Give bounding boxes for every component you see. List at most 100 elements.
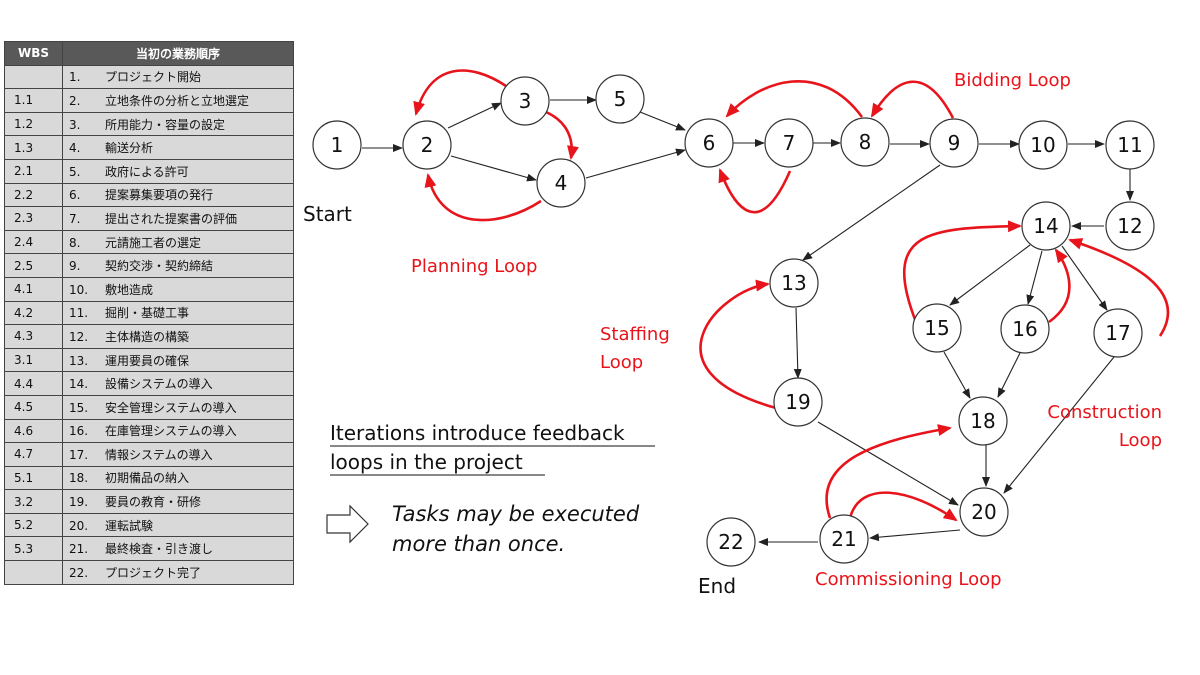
task-number: 4.: [69, 141, 81, 156]
svg-text:9: 9: [948, 131, 961, 155]
task-number: 3.: [69, 117, 81, 132]
node-5: 5: [595, 74, 645, 124]
wbs-code-cell: 2.2: [4, 182, 63, 208]
task-name: 敷地造成: [105, 282, 154, 297]
node-1: 1: [312, 120, 362, 170]
table-row: 4.2 11. 掘削・基礎工事: [4, 300, 294, 326]
start-label: Start: [303, 202, 352, 226]
wbs-code-cell: 2.5: [4, 253, 63, 278]
edge-13-19: [793, 307, 802, 379]
loop-19-to-13: [699, 279, 777, 410]
task-cell: 14.設備システムの導入: [62, 371, 294, 396]
svg-text:6: 6: [703, 131, 716, 155]
table-row: 1.2 3. 所用能力・容量の設定: [4, 111, 294, 137]
edge-5-6: [639, 111, 686, 131]
task-cell: 4.輸送分析: [62, 135, 294, 160]
task-cell: 9.契約交渉・契約締結: [62, 253, 294, 278]
header-wbs: WBS: [4, 41, 63, 66]
task-cell: 22.プロジェクト完了: [62, 560, 294, 585]
note-sub-line-2: more than once.: [392, 532, 565, 556]
task-number: 6.: [69, 188, 81, 203]
task-name: 情報システムの導入: [105, 447, 213, 462]
task-cell: 16.在庫管理システムの導入: [62, 418, 294, 444]
loop-21-to-20: [848, 491, 958, 522]
node-13: 13: [769, 258, 819, 308]
task-name: 提案募集要項の発行: [105, 188, 214, 203]
task-cell: 6. 提案募集要項の発行: [62, 182, 294, 208]
edge-14-15: [949, 244, 1031, 306]
node-21: 21: [819, 514, 869, 564]
table-row: 4.7 17. 情報システムの導入: [4, 442, 294, 467]
wbs-code-cell: 3.1: [4, 347, 63, 373]
task-cell: 18.初期備品の納入: [62, 465, 294, 491]
task-name: 立地条件の分析と立地選定: [105, 93, 250, 108]
task-cell: 15.安全管理システムの導入: [62, 394, 294, 420]
wbs-code-cell: 2.1: [4, 158, 63, 184]
task-cell: 8.元請施工者の選定: [62, 229, 294, 255]
task-number: 21.: [69, 542, 89, 557]
task-number: 9.: [69, 259, 81, 274]
task-cell: 7.提出された提案書の評価: [62, 206, 294, 231]
task-number: 12.: [69, 329, 89, 344]
table-row: 22.プロジェクト完了: [4, 560, 294, 585]
wbs-code-cell: 4.6: [4, 418, 63, 444]
node-6: 6: [684, 118, 734, 168]
node-2: 2: [402, 120, 452, 170]
svg-text:1: 1: [331, 133, 344, 157]
node-20: 20: [959, 487, 1009, 537]
end-label: End: [698, 574, 736, 598]
task-number: 20.: [69, 518, 89, 533]
task-cell: 1.プロジェクト開始: [62, 64, 294, 90]
wbs-code-cell: 5.1: [4, 465, 63, 491]
task-name: 掘削・基礎工事: [105, 306, 190, 321]
wbs-code-cell: 4.7: [4, 442, 63, 467]
svg-text:7: 7: [783, 131, 796, 155]
loop-15-to-14: [903, 220, 1022, 323]
task-cell: 2. 立地条件の分析と立地選定: [62, 88, 294, 113]
task-cell: 10.敷地造成: [62, 276, 294, 302]
wbs-code-cell: 4.5: [4, 394, 63, 420]
svg-text:15: 15: [924, 316, 949, 340]
node-14: 14: [1021, 201, 1071, 251]
node-9: 9: [929, 118, 979, 168]
edge-9-13: [802, 164, 941, 261]
wbs-code-cell: 4.2: [4, 300, 63, 326]
loop-21-to-18: [825, 424, 952, 519]
task-name: 要員の教育・研修: [105, 495, 202, 510]
wbs-code-cell: 1.2: [4, 111, 63, 137]
task-number: 11.: [69, 306, 89, 321]
wbs-code-cell: [4, 560, 63, 585]
loop-9-to-8: [870, 80, 955, 119]
planning-loop-label: Planning Loop: [411, 256, 537, 277]
construction-loop-label-line2: Loop: [1119, 430, 1162, 451]
svg-text:20: 20: [971, 500, 996, 524]
task-name: 設備システムの導入: [105, 377, 213, 392]
task-number: 7.: [69, 211, 81, 226]
wbs-code-cell: 3.2: [4, 489, 63, 514]
edge-17-20: [1003, 356, 1115, 494]
task-number: 2.: [69, 93, 81, 108]
svg-text:16: 16: [1012, 317, 1037, 341]
svg-text:4: 4: [555, 171, 568, 195]
task-cell: 20.運転試験: [62, 512, 294, 538]
staffing-loop-label-line2: Loop: [600, 352, 643, 373]
task-number: 17.: [69, 447, 89, 462]
edge-14-16: [1026, 250, 1043, 305]
node-17: 17: [1093, 308, 1143, 358]
wbs-code-cell: 1.3: [4, 135, 63, 160]
svg-text:14: 14: [1033, 214, 1058, 238]
wbs-code-cell: 5.2: [4, 512, 63, 538]
svg-text:11: 11: [1117, 133, 1142, 157]
edge-16-18: [997, 352, 1021, 398]
task-name: 所用能力・容量の設定: [105, 117, 226, 132]
